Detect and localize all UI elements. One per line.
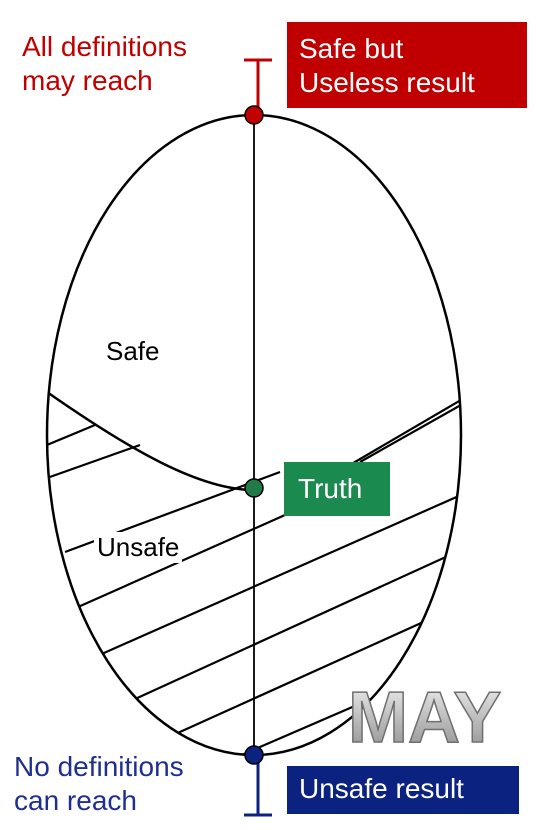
unsafe-region-label: Unsafe xyxy=(94,532,183,563)
may-watermark: MAY xyxy=(348,678,501,758)
bottom-marker xyxy=(244,762,272,817)
safe-unsafe-boundary xyxy=(47,390,255,492)
top-label: All definitions may reach xyxy=(22,31,187,96)
safe-region-label: Safe xyxy=(106,336,160,366)
bottom-point xyxy=(244,745,264,765)
top-marker xyxy=(244,58,272,108)
top-point xyxy=(244,105,264,125)
bottom-result-box: Unsafe result xyxy=(287,766,519,814)
top-result-box: Safe but Useless result xyxy=(287,22,527,108)
truth-point xyxy=(244,478,264,498)
truth-box: Truth xyxy=(284,462,390,516)
bottom-label: No definitions can reach xyxy=(14,751,184,816)
